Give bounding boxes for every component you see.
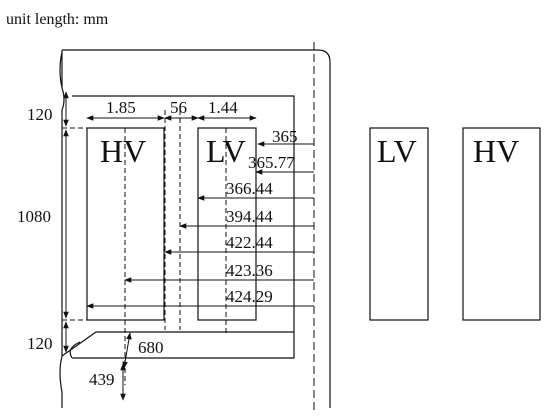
yoke-label-439: 439 (89, 370, 115, 389)
lv-label-right: LV (377, 133, 417, 169)
lv-winding-right (369, 127, 429, 321)
unit-label: unit length: mm (6, 11, 109, 28)
width-label-3: 1.44 (208, 98, 238, 117)
height-label-120-bottom: 120 (27, 334, 53, 353)
core-window (72, 95, 295, 359)
hv-label-right: HV (473, 133, 519, 169)
yoke-label-680: 680 (138, 338, 164, 357)
radius-label-422-44: 422.44 (226, 233, 273, 252)
height-label-1080: 1080 (17, 207, 51, 226)
core-outer-outline (59, 49, 331, 408)
radius-label-394-44: 394.44 (226, 207, 273, 226)
width-label-2: 56 (170, 98, 187, 117)
hv-winding-right (462, 127, 541, 321)
radius-label-366-44: 366.44 (226, 179, 273, 198)
hv-label-left: HV (100, 133, 146, 169)
core-left-break (59, 87, 65, 408)
radius-label-365-77: 365.77 (248, 153, 295, 172)
height-label-120-top: 120 (27, 105, 53, 124)
radius-label-424-29: 424.29 (226, 287, 273, 306)
width-label-1: 1.85 (106, 98, 136, 117)
lv-winding-left (197, 127, 257, 321)
yoke-bottom (61, 331, 294, 359)
radius-label-423-36: 423.36 (226, 261, 273, 280)
radius-label-365: 365 (272, 127, 298, 146)
yoke-dim-680 (122, 332, 132, 369)
